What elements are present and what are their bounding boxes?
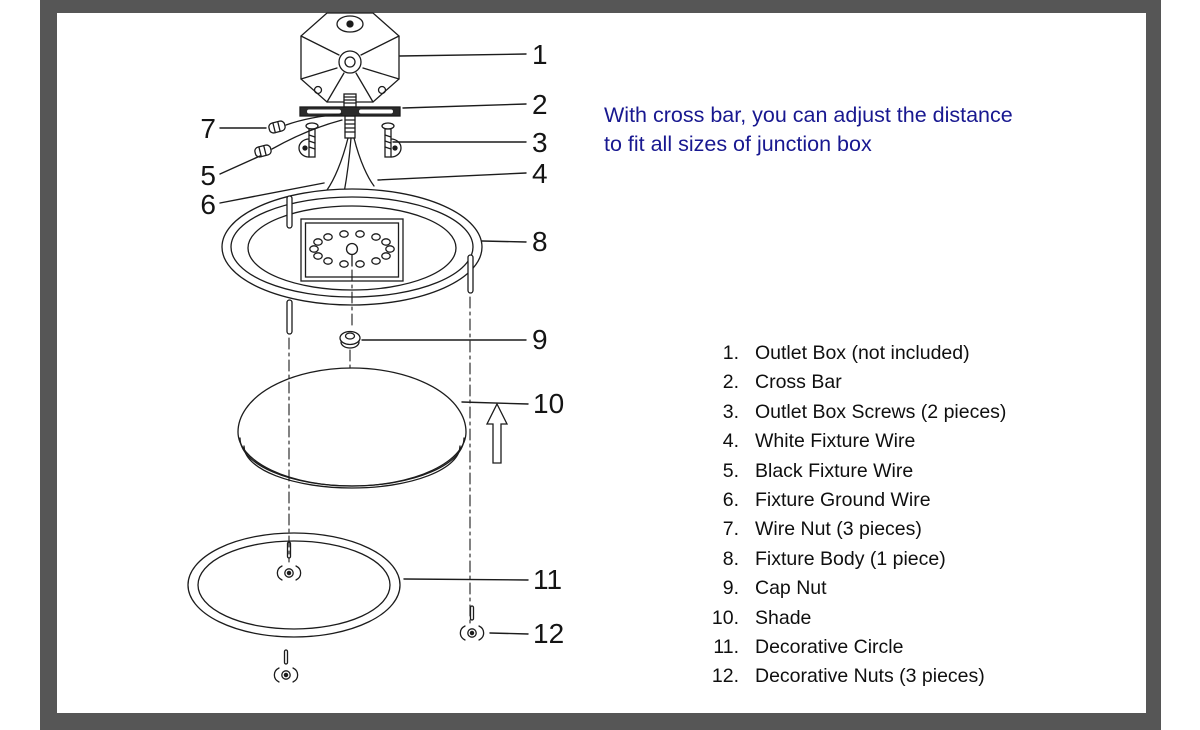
parts-list-item: 9. Cap Nut: [701, 574, 1006, 603]
callout-4: 4: [532, 158, 548, 189]
parts-list-item: 6. Fixture Ground Wire: [701, 486, 1006, 515]
outlet-box-screws: [305, 122, 395, 158]
part-label: Outlet Box Screws (2 pieces): [755, 400, 1007, 423]
callout-6: 6: [200, 189, 216, 220]
part-number: 9.: [722, 577, 739, 600]
part-label: Black Fixture Wire: [755, 459, 914, 482]
part-label: Wire Nut (3 pieces): [755, 518, 922, 541]
part-number: 5.: [722, 459, 739, 482]
callout-8: 8: [532, 226, 548, 257]
parts-list: 1. Outlet Box (not included) 2. Cross Ba…: [701, 339, 1007, 692]
part-label: Fixture Body (1 piece): [755, 547, 946, 570]
callout-2: 2: [532, 89, 548, 120]
parts-list-item: 2. Cross Bar: [701, 368, 1006, 397]
callout-12: 12: [533, 618, 564, 649]
part-number: 4.: [722, 430, 739, 453]
part-label: Decorative Nuts (3 pieces): [755, 665, 985, 688]
part-label: White Fixture Wire: [755, 430, 916, 453]
part-label: Cap Nut: [755, 577, 827, 600]
parts-list-item: 5. Black Fixture Wire: [701, 457, 1006, 486]
part-number: 11.: [713, 636, 739, 659]
callout-11: 11: [533, 564, 562, 595]
callout-5: 5: [200, 160, 216, 191]
fixture-body: [221, 188, 483, 335]
parts-list-item: 10. Shade: [701, 604, 1006, 633]
callout-9: 9: [532, 324, 548, 355]
threaded-nipple: [343, 93, 357, 139]
part-number: 1.: [722, 342, 739, 364]
callout-10: 10: [533, 388, 564, 419]
part-label: Decorative Circle: [755, 636, 904, 659]
parts-list-item: 12. Decorative Nuts (3 pieces): [701, 662, 1006, 691]
parts-list-item: 4. White Fixture Wire: [701, 427, 1006, 456]
parts-list-item: 7. Wire Nut (3 pieces): [701, 515, 1006, 544]
part-number: 10.: [711, 606, 739, 629]
up-arrow-icon: [485, 402, 509, 464]
mounting-clips: [298, 138, 402, 158]
part-number: 2.: [722, 371, 739, 394]
crossbar-note-line1: With cross bar, you can adjust the dista…: [604, 103, 1013, 127]
parts-list-item: 11. Decorative Circle: [701, 633, 1006, 662]
callout-numbers: 1 2 3 4 7 5 6 8 9 10 11 12: [200, 39, 564, 649]
centerlines: [288, 269, 471, 625]
fixture-wires: [271, 113, 375, 194]
callout-leaders: [219, 53, 529, 635]
parts-list-item: 1. Outlet Box (not included): [701, 339, 1006, 368]
crossbar-note: With cross bar, you can adjust the dista…: [604, 101, 1104, 158]
part-number: 12.: [711, 665, 739, 688]
part-label: Fixture Ground Wire: [755, 489, 931, 512]
parts-list-item: 3. Outlet Box Screws (2 pieces): [701, 398, 1007, 427]
callout-7: 7: [200, 113, 216, 144]
callout-3: 3: [532, 127, 548, 158]
shade: [237, 367, 467, 489]
callout-1: 1: [532, 39, 548, 70]
part-number: 6.: [722, 489, 739, 512]
decorative-circle: [187, 532, 401, 638]
wire-nuts: [254, 120, 286, 158]
part-number: 3.: [722, 400, 739, 423]
parts-list-item: 8. Fixture Body (1 piece): [701, 545, 1006, 574]
part-number: 7.: [722, 518, 739, 541]
part-label: Shade: [755, 606, 812, 629]
part-label: Outlet Box (not included): [755, 342, 970, 364]
outlet-box: [300, 12, 400, 103]
exploded-diagram: 1 2 3 4 7 5 6 8 9 10 11 12: [187, 12, 564, 683]
cap-nut: [339, 330, 361, 349]
part-label: Cross Bar: [755, 371, 842, 394]
cross-bar: [299, 106, 401, 117]
crossbar-note-line2: to fit all sizes of junction box: [604, 131, 872, 156]
part-number: 8.: [722, 547, 739, 570]
